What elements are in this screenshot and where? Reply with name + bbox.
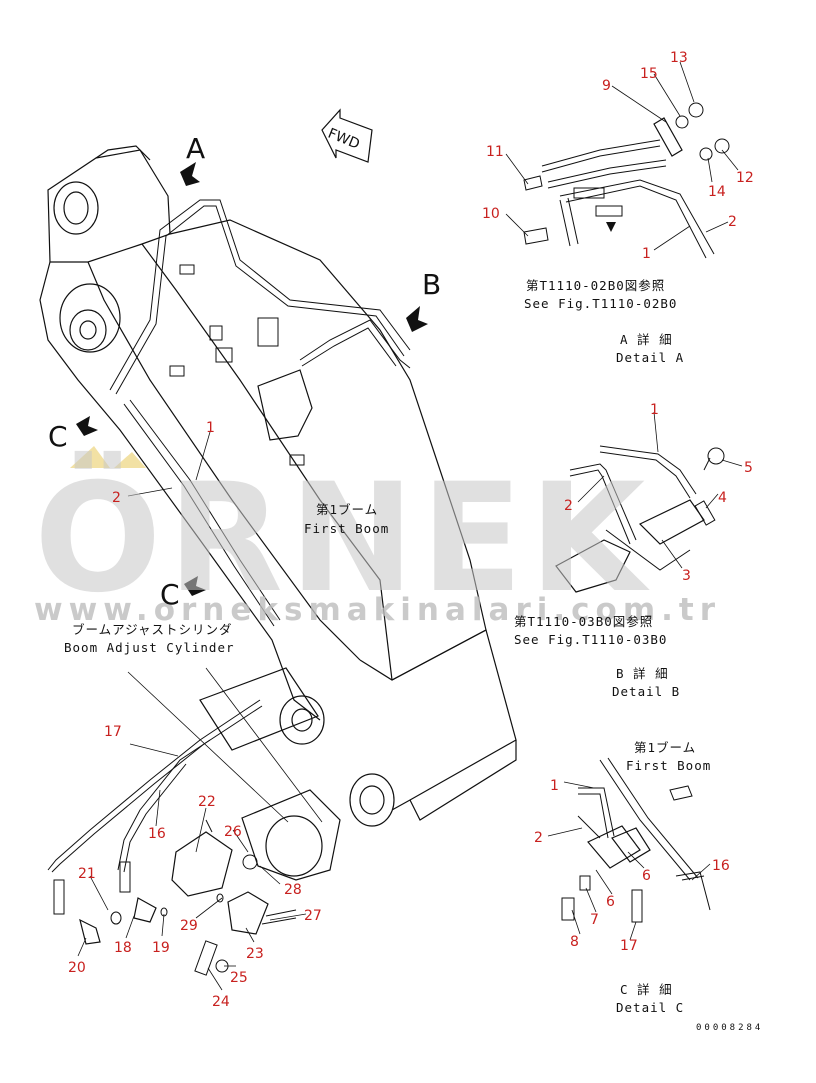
callout-b-3: 3 (682, 568, 691, 584)
view-letter-c-upper: C (48, 420, 68, 453)
watermark-dot-left-icon (70, 446, 110, 468)
callout-main-17: 17 (104, 724, 122, 740)
callout-main-28: 28 (284, 882, 302, 898)
callout-a-10: 10 (482, 206, 500, 222)
callout-b-1: 1 (650, 402, 659, 418)
callout-main-19: 19 (152, 940, 170, 956)
first-boom-label-jp: 第1ブーム (316, 502, 378, 517)
drawing-code: 00008284 (696, 1023, 763, 1033)
callout-main-23: 23 (246, 946, 264, 962)
callout-c-6b: 6 (606, 894, 615, 910)
callout-main-21: 21 (78, 866, 96, 882)
cylinder-label-en: Boom Adjust Cylinder (64, 640, 235, 655)
callout-a-11: 11 (486, 144, 504, 160)
detail-c-labels: 第1ブーム First Boom 1 2 16 6 6 7 8 17 C 詳 細… (534, 740, 730, 1015)
callout-c-7: 7 (590, 912, 599, 928)
callout-c-1: 1 (550, 778, 559, 794)
detail-a-drawing (523, 102, 730, 259)
detail-a-ref-en: See Fig.T1110-02B0 (524, 296, 677, 311)
callout-main-16: 16 (148, 826, 166, 842)
callout-main-22: 22 (198, 794, 216, 810)
detail-b-drawing (555, 445, 725, 593)
callout-a-9: 9 (602, 78, 611, 94)
callout-c-8: 8 (570, 934, 579, 950)
cylinder-label-jp: ブームアジャストシリンダ (72, 622, 233, 637)
watermark-brand: ÖRNEK (34, 450, 651, 626)
callout-main-26: 26 (224, 824, 242, 840)
detail-c-title-en: Detail C (616, 1000, 684, 1015)
main-boom-drawing (39, 108, 517, 976)
callout-a-1: 1 (642, 246, 651, 262)
detail-b-ref-en: See Fig.T1110-03B0 (514, 632, 667, 647)
view-letter-a: A (186, 132, 205, 165)
callout-main-20: 20 (68, 960, 86, 976)
callout-a-15: 15 (640, 66, 658, 82)
callout-b-4: 4 (718, 490, 727, 506)
view-letter-b: B (422, 268, 441, 301)
detail-a-title-jp: A 詳 細 (620, 332, 673, 347)
callout-main-18: 18 (114, 940, 132, 956)
watermark-dot-right-icon (114, 452, 146, 468)
main-view-labels: FWD A B C C 第1ブーム First Boom ブームアジャストシリン… (48, 126, 441, 1010)
callout-b-5: 5 (744, 460, 753, 476)
detail-b-title-en: Detail B (612, 684, 680, 699)
detail-c-boom-en: First Boom (626, 758, 711, 773)
callout-c-6a: 6 (642, 868, 651, 884)
detail-c-title-jp: C 詳 細 (620, 982, 673, 997)
detail-b-labels: 1 5 2 4 3 第T1110-03B0図参照 See Fig.T1110-0… (514, 402, 753, 699)
detail-c-boom-jp: 第1ブーム (634, 740, 696, 755)
callout-c-16: 16 (712, 858, 730, 874)
watermark-url: www.orneksmakinalari.com.tr (34, 592, 721, 628)
view-letter-c-lower: C (160, 578, 180, 611)
detail-a-ref-jp: 第T1110-02B0図参照 (526, 278, 665, 293)
callout-b-2: 2 (564, 498, 573, 514)
detail-a-title-en: Detail A (616, 350, 684, 365)
callout-main-27: 27 (304, 908, 322, 924)
callout-a-2: 2 (728, 214, 737, 230)
callout-main-1: 1 (206, 420, 215, 436)
callout-a-13: 13 (670, 50, 688, 66)
callout-main-24: 24 (212, 994, 230, 1010)
callout-main-2: 2 (112, 490, 121, 506)
first-boom-label-en: First Boom (304, 521, 389, 536)
detail-b-title-jp: B 詳 細 (616, 666, 669, 681)
watermark: ÖRNEK www.orneksmakinalari.com.tr (34, 446, 721, 628)
callout-a-12: 12 (736, 170, 754, 186)
detail-a-labels: 9 15 13 11 14 12 10 2 1 第T1110-02B0図参照 S… (482, 50, 754, 365)
callout-main-29: 29 (180, 918, 198, 934)
detail-c-drawing (561, 757, 711, 923)
callout-c-2: 2 (534, 830, 543, 846)
callout-a-14: 14 (708, 184, 726, 200)
callout-main-25: 25 (230, 970, 248, 986)
callout-c-17: 17 (620, 938, 638, 954)
detail-b-ref-jp: 第T1110-03B0図参照 (514, 614, 653, 629)
leader-lines (77, 61, 743, 991)
